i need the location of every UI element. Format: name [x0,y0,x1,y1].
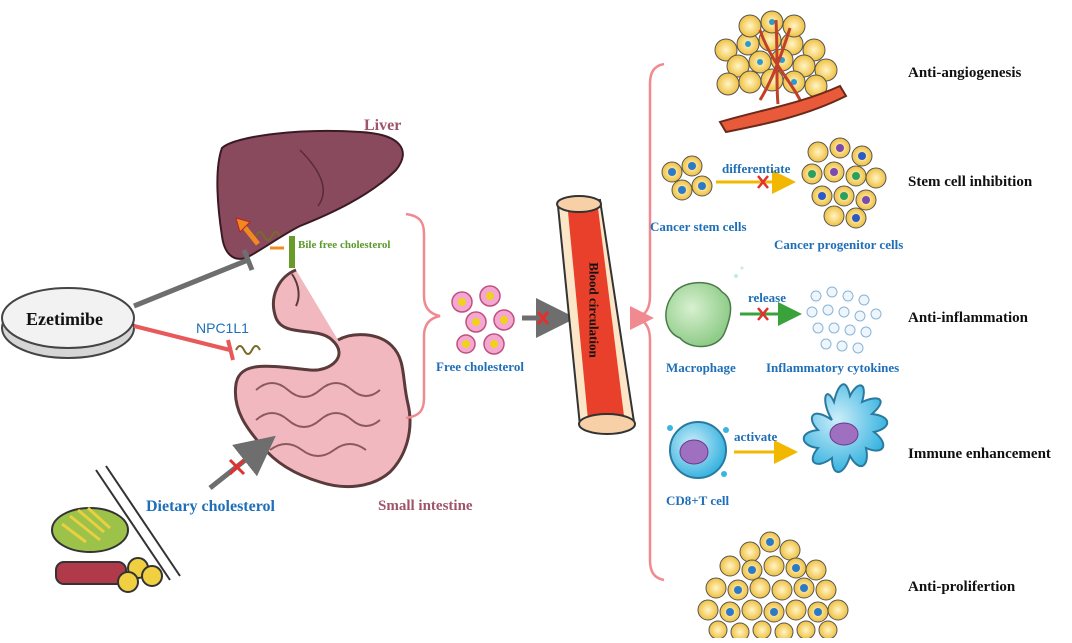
intestine-icon [233,268,412,489]
dietary-cholesterol-label: Dietary cholesterol [146,498,275,515]
inflammatory-cytokines-label: Inflammatory cytokines [766,360,900,375]
cd8-t-cell-label: CD8+T cell [666,493,730,508]
macrophage-label: Macrophage [666,360,736,375]
intestine-npc1l1-icon [235,345,261,355]
inhibit-liver-line [133,257,249,309]
left-bracket [405,212,441,420]
cancer-progenitor-cells-label: Cancer progenitor cells [774,237,904,252]
liver-icon [216,129,404,260]
cancer-stem-cells-label: Cancer stem cells [650,219,747,234]
differentiate-label: differentiate [722,161,791,176]
food-plate-icon [51,465,181,593]
tumor-vessel-icon [714,10,848,134]
small-intestine-label: Small intestine [378,498,473,514]
ezetimibe-label: Ezetimibe [26,309,103,329]
inflammatory-cytokines-icon [806,286,882,354]
blood-circulation-label: Blood circulation [586,262,602,358]
liver-label: Liver [364,117,402,134]
ezetimibe-tablet-icon [1,287,135,359]
immune-enhancement-label: Immune enhancement [908,446,1051,462]
right-bracket [635,62,665,582]
liver-npc1l1-icon [255,231,281,241]
blood-vessel-icon [556,195,636,435]
free-block-x [536,311,550,325]
cd8-t-cell-icon [667,421,729,479]
cell-cluster-icon [697,531,849,642]
bile-free-cholesterol-label: Bile free cholesterol [298,239,391,251]
cancer-progenitor-cells-icon [801,137,887,229]
stem-cell-inhibition-label: Stem cell inhibition [908,174,1033,190]
macrophage-icon [665,266,744,348]
activate-label: activate [734,429,778,444]
inhibit-intestine-line [133,324,231,352]
anti-inflammation-label: Anti-inflammation [908,310,1028,326]
dendritic-cell-icon [802,383,889,473]
npc1l1-label: NPC1L1 [196,320,249,336]
cancer-stem-cells-icon [661,155,713,201]
anti-proliferation-label: Anti-prolifertion [908,579,1016,595]
free-cholesterol-icon [451,285,515,355]
free-cholesterol-label: Free cholesterol [436,359,524,374]
release-label: release [748,290,787,305]
dietary-block-x [228,458,246,476]
anti-angiogenesis-label: Anti-angiogenesis [908,65,1022,81]
